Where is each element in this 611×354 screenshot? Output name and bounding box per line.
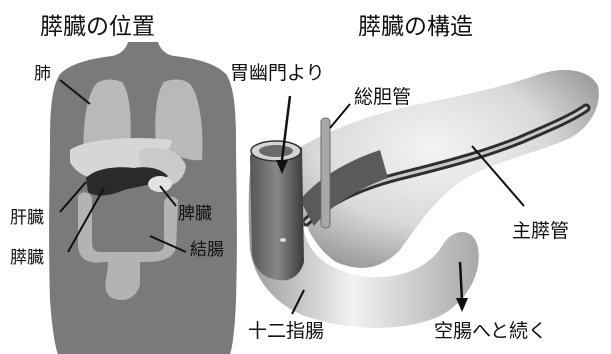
label-pancreas: 膵臓: [10, 250, 44, 267]
label-lung: 肺: [34, 66, 51, 83]
common-bile-duct-shape: [321, 118, 330, 228]
stomach-pylorus-shape: [250, 142, 304, 281]
label-duodenum: 十二指腸: [248, 322, 324, 341]
label-main-pancreatic-duct: 主膵管: [512, 222, 569, 241]
spleen-shape: [148, 176, 172, 192]
right-panel-title: 膵臓の構造: [358, 16, 473, 39]
torso-silhouette: [49, 42, 237, 354]
label-stomach-pylorus: 胃幽門より: [230, 64, 325, 83]
label-spleen: 脾臓: [178, 206, 212, 223]
bile-duct-leader: [330, 104, 350, 128]
jejunum-arrowhead: [456, 298, 468, 312]
label-common-bile-duct: 総胆管: [354, 88, 411, 107]
left-panel-title: 膵臓の位置: [40, 16, 155, 39]
label-colon: 結腸: [190, 242, 224, 259]
label-to-jejunum: 空腸へと続く: [434, 322, 547, 341]
label-liver: 肝臓: [10, 210, 44, 227]
